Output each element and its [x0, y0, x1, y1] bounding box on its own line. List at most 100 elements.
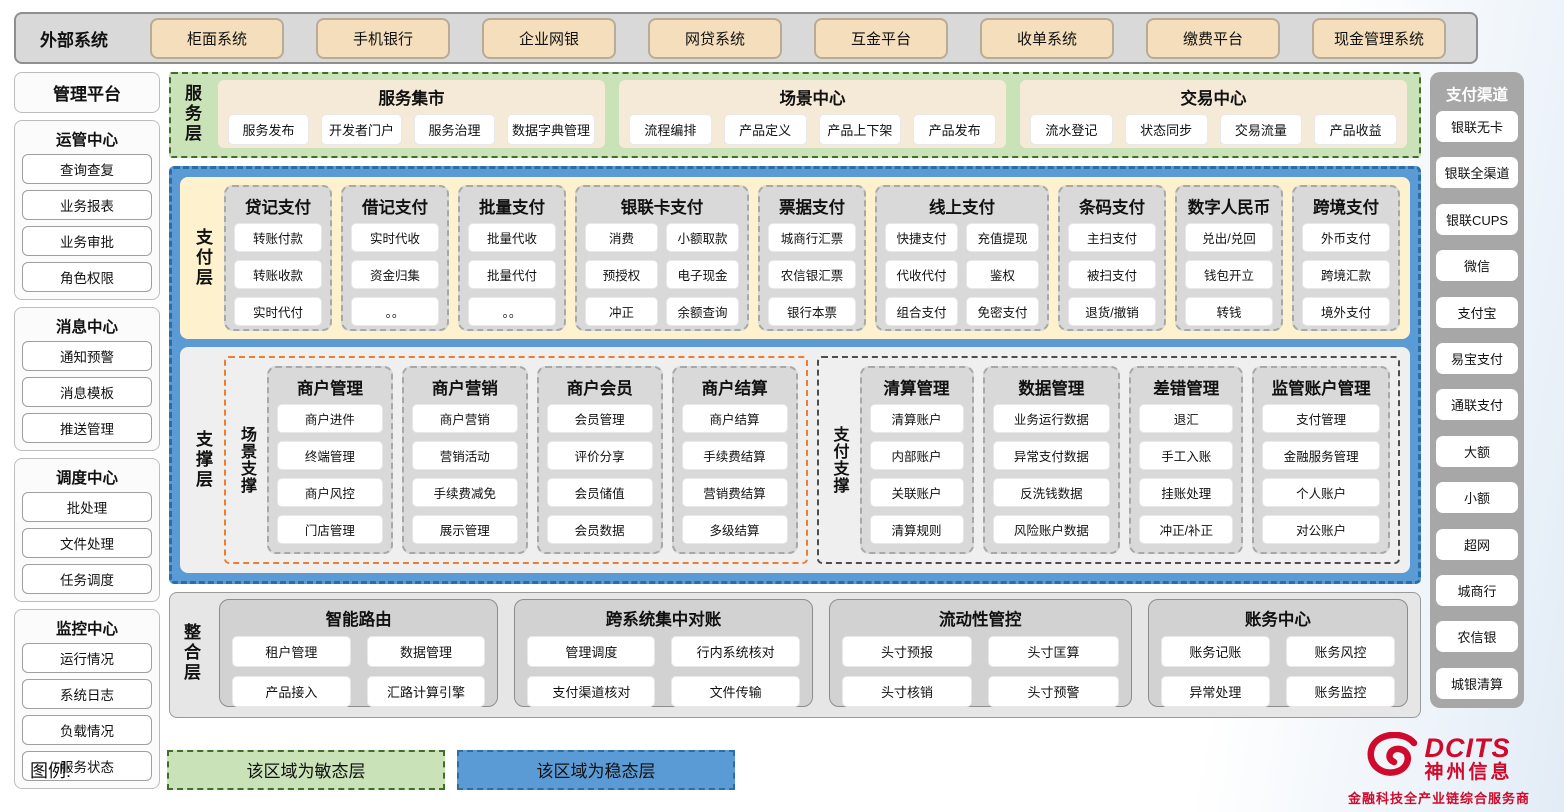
support-item: 反洗钱数据: [992, 478, 1111, 507]
payment-item: 兑出/兑回: [1185, 223, 1273, 252]
integration-item: 产品接入: [232, 676, 351, 707]
management-item: 通知预警: [22, 341, 152, 371]
support-item: 商户营销: [411, 404, 518, 433]
support-item: 金融服务管理: [1262, 441, 1380, 470]
integration-item: 头寸核销: [841, 676, 973, 707]
payment-item: 外币支付: [1302, 223, 1390, 252]
management-group-message: 消息中心 通知预警消息模板推送管理: [14, 307, 160, 451]
integration-item: 头寸预警: [988, 676, 1119, 707]
payment-channel-chip: 微信: [1436, 250, 1518, 282]
support-column-merchant-mgmt: 商户管理 商户进件终端管理商户风控门店管理: [267, 366, 393, 554]
support-column-merchant-member: 商户会员 会员管理评价分享会员储值会员数据: [536, 366, 663, 554]
support-item: 退汇: [1139, 404, 1234, 433]
dcits-logo: DCITS 神州信息 金融科技全产业链综合服务商: [1347, 731, 1530, 807]
management-item: 消息模板: [22, 377, 152, 407]
payment-item: 转钱: [1185, 297, 1273, 326]
payment-item: 充值提现: [966, 223, 1039, 252]
external-system-chip: 现金管理系统: [1312, 17, 1446, 59]
payment-item: 实时代付: [234, 297, 322, 326]
support-column-merchant-marketing: 商户营销 商户营销营销活动手续费减免展示管理: [401, 366, 528, 554]
payment-channel-chip: 银联CUPS: [1436, 203, 1518, 235]
integration-item: 支付渠道核对: [527, 676, 656, 707]
support-item: 业务运行数据: [992, 404, 1111, 433]
payment-channel-chip: 农信银: [1436, 621, 1518, 653]
service-item: 服务发布: [228, 114, 309, 145]
payment-item: 跨境汇款: [1302, 260, 1390, 289]
integration-group-accounting: 账务中心 账务记账账务风控异常处理账务监控: [1147, 599, 1408, 707]
payment-channel-chip: 易宝支付: [1436, 343, 1518, 375]
payment-item: 电子现金: [666, 260, 739, 289]
service-item: 数据字典管理: [507, 114, 596, 145]
payment-item: 退货/撤销: [1068, 297, 1156, 326]
management-item: 文件处理: [22, 528, 152, 558]
integration-item: 管理调度: [527, 636, 656, 667]
dcits-swirl-icon: [1365, 731, 1419, 785]
legend-agile-layer: 该区域为敏态层: [167, 749, 446, 790]
management-item: 业务审批: [22, 226, 152, 256]
support-column-regulatory: 监管账户管理 支付管理金融服务管理个人账户对公账户: [1252, 366, 1390, 554]
external-systems-bar: 外部系统 柜面系统手机银行企业网银网贷系统互金平台收单系统缴费平台现金管理系统: [14, 12, 1478, 64]
support-item: 手工入账: [1139, 441, 1234, 470]
payment-support-label: 支付支撑: [830, 426, 848, 494]
external-system-chip: 收单系统: [980, 17, 1114, 59]
scene-support-group: 场景支撑 商户管理 商户进件终端管理商户风控门店管理 商户营销 商户营销营销活动…: [224, 356, 808, 564]
logo-name-cn: 神州信息: [1424, 761, 1513, 783]
management-item: 服务状态: [22, 751, 152, 781]
integration-item: 异常处理: [1160, 676, 1270, 707]
payment-item: 资金归集: [351, 260, 439, 289]
payment-channel-chip: 大额: [1436, 435, 1518, 467]
integration-item: 数据管理: [366, 636, 486, 667]
payment-column-debit: 借记支付 实时代收资金归集。。: [341, 185, 449, 331]
integration-item: 账务监控: [1285, 676, 1395, 707]
legend-stable-layer: 该区域为稳态层: [457, 749, 736, 790]
scene-support-label: 场景支撑: [238, 426, 255, 494]
support-item: 冲正/补正: [1139, 515, 1234, 544]
logo-tagline: 金融科技全产业链综合服务商: [1347, 791, 1530, 806]
integration-item: 头寸匡算: [988, 636, 1119, 667]
service-item: 产品定义: [723, 114, 807, 145]
external-system-chip: 企业网银: [482, 17, 616, 59]
support-layer: 支撑层 场景支撑 商户管理 商户进件终端管理商户风控门店管理 商户营销 商户营销…: [180, 347, 1410, 573]
payment-item: 转账收款: [234, 260, 322, 289]
payment-item: 余额查询: [666, 297, 739, 326]
support-column-data: 数据管理 业务运行数据异常支付数据反洗钱数据风险账户数据: [982, 366, 1121, 554]
integration-item: 租户管理: [232, 636, 351, 667]
payment-column-barcode: 条码支付 主扫支付被扫支付退货/撤销: [1058, 185, 1166, 331]
payment-item: 冲正: [585, 297, 658, 326]
payment-column-online: 线上支付 快捷支付充值提现代收代付鉴权组合支付免密支付: [875, 185, 1049, 331]
management-group-monitor: 监控中心 运行情况系统日志负载情况服务状态: [14, 609, 160, 789]
support-item: 会员储值: [546, 478, 653, 507]
integration-layer: 整合层 智能路由 租户管理数据管理产品接入汇路计算引擎 跨系统集中对账 管理调度…: [169, 592, 1421, 718]
integration-group-routing: 智能路由 租户管理数据管理产品接入汇路计算引擎: [219, 599, 499, 707]
integration-item: 行内系统核对: [671, 636, 800, 667]
service-group-market: 服务集市 服务发布开发者门户服务治理数据字典管理: [218, 80, 605, 148]
payment-column-ecny: 数字人民币 兑出/兑回钱包开立转钱: [1175, 185, 1283, 331]
payment-item: 主扫支付: [1068, 223, 1156, 252]
payment-architecture-diagram: 外部系统 柜面系统手机银行企业网银网贷系统互金平台收单系统缴费平台现金管理系统 …: [0, 12, 1564, 812]
support-column-error: 差错管理 退汇手工入账挂账处理冲正/补正: [1129, 366, 1244, 554]
payment-item: 实时代收: [351, 223, 439, 252]
support-item: 商户结算: [681, 404, 788, 433]
external-systems-label: 外部系统: [40, 30, 108, 50]
external-system-chip: 手机银行: [316, 17, 450, 59]
service-item: 开发者门户: [321, 114, 402, 145]
stable-layer-box: 支付层 贷记支付 转账付款转账收款实时代付 借记支付 实时代收资金归集。。 批量…: [169, 166, 1421, 584]
management-item: 系统日志: [22, 679, 152, 709]
payment-layer: 支付层 贷记支付 转账付款转账收款实时代付 借记支付 实时代收资金归集。。 批量…: [180, 177, 1410, 339]
payment-item: 消费: [585, 223, 658, 252]
support-column-clearing: 清算管理 清算账户内部账户关联账户清算规则: [859, 366, 974, 554]
payment-item: 组合支付: [885, 297, 958, 326]
support-item: 清算账户: [869, 404, 964, 433]
payment-column-credit: 贷记支付 转账付款转账收款实时代付: [224, 185, 332, 331]
service-group-scene: 场景中心 流程编排产品定义产品上下架产品发布: [619, 80, 1006, 148]
support-item: 风险账户数据: [992, 515, 1111, 544]
integration-item: 头寸预报: [841, 636, 973, 667]
payment-item: 快捷支付: [885, 223, 958, 252]
integration-item: 汇路计算引擎: [366, 676, 486, 707]
management-item: 角色权限: [22, 262, 152, 292]
service-item: 产品收益: [1314, 114, 1397, 145]
payment-layer-label: 支付层: [193, 228, 212, 288]
payment-column-crossborder: 跨境支付 外币支付跨境汇款境外支付: [1292, 185, 1400, 331]
service-item: 流水登记: [1030, 114, 1113, 145]
service-item: 服务治理: [414, 114, 495, 145]
